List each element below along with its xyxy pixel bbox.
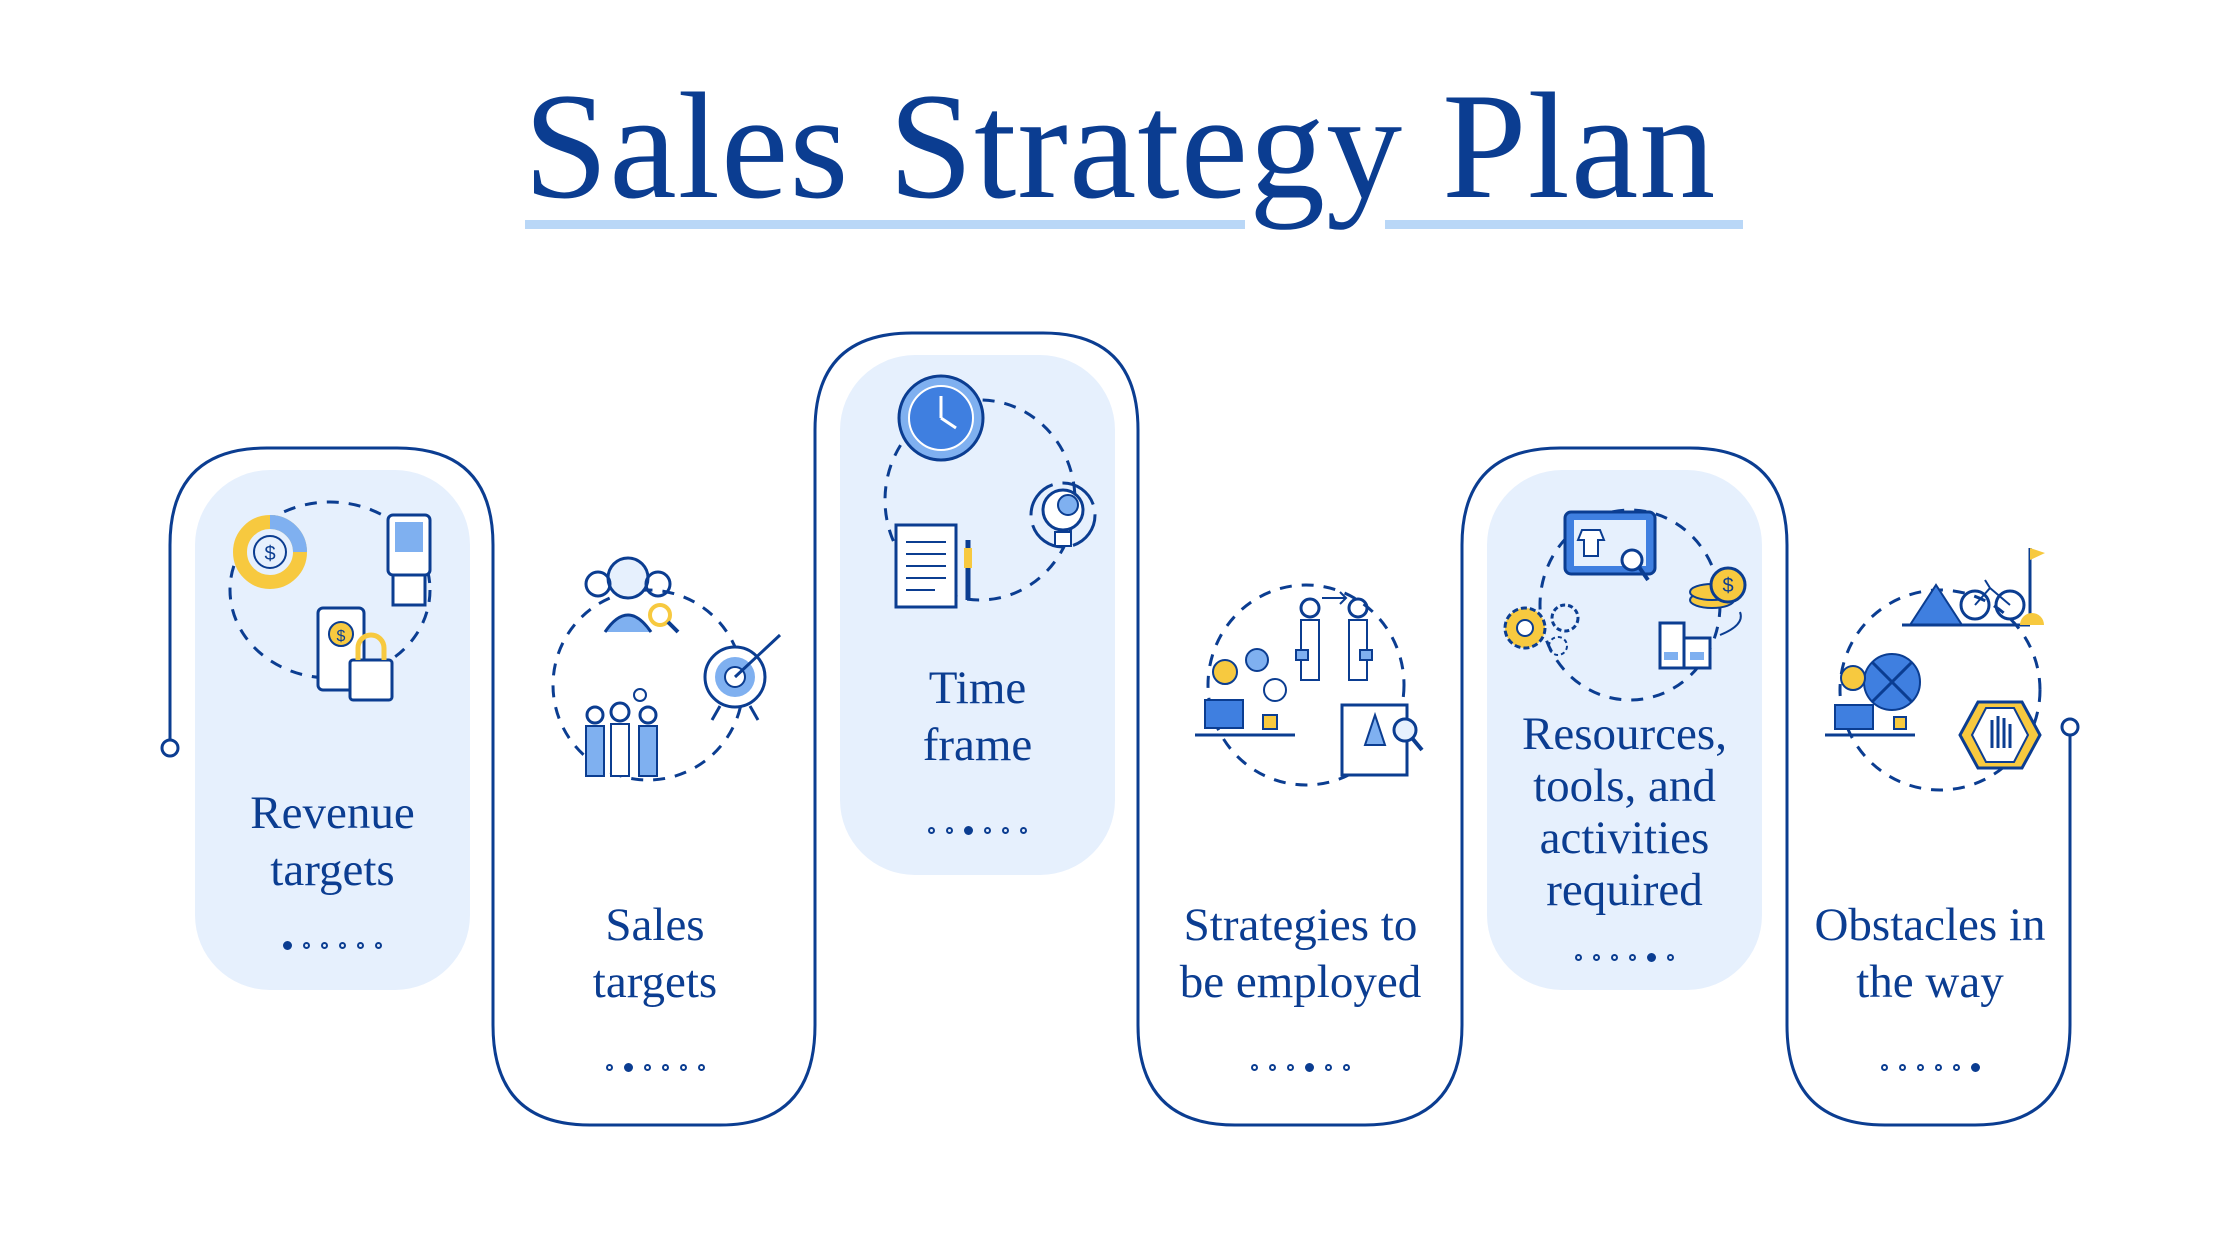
lightbulb-gear-icon bbox=[1029, 481, 1097, 549]
title-underline-left bbox=[525, 220, 1245, 229]
step-dots bbox=[520, 1060, 790, 1074]
progress-dot-active bbox=[1970, 1062, 1980, 1072]
svg-text:$: $ bbox=[1722, 575, 1733, 597]
title-underline-right bbox=[1385, 220, 1743, 229]
progress-dot bbox=[339, 941, 346, 949]
progress-dot bbox=[1575, 953, 1582, 961]
obstacle-icons bbox=[1825, 548, 2045, 792]
progress-dot bbox=[643, 1063, 651, 1071]
progress-dot bbox=[1611, 953, 1618, 961]
two-people-icon bbox=[1295, 591, 1373, 681]
step-label-line: Time bbox=[928, 662, 1027, 714]
step-label-sales-targets: Sales targets bbox=[520, 897, 790, 1011]
gears-icon bbox=[1503, 603, 1580, 656]
coins-icon: $ bbox=[1689, 566, 1747, 609]
card-terminal-icon bbox=[386, 513, 432, 607]
progress-dot bbox=[1629, 953, 1636, 961]
document-pen-icon bbox=[894, 523, 972, 609]
page-title: Sales Strategy Plan bbox=[523, 62, 1717, 230]
boxes-icon bbox=[1658, 611, 1742, 670]
step-label-resources: Resources, tools, and activities require… bbox=[1487, 708, 1762, 916]
progress-dot bbox=[661, 1063, 669, 1071]
progress-dot bbox=[1287, 1063, 1294, 1071]
step-dots bbox=[1148, 1060, 1453, 1074]
step-label-line: Strategies to bbox=[1183, 899, 1418, 951]
progress-dot bbox=[303, 941, 310, 949]
progress-dot bbox=[1020, 826, 1027, 834]
progress-dot bbox=[1002, 826, 1009, 834]
blueprint-search-icon bbox=[1340, 703, 1424, 777]
progress-dot bbox=[1343, 1063, 1350, 1071]
progress-dot bbox=[1251, 1063, 1258, 1071]
laptop-blocked-icon bbox=[1825, 653, 1921, 737]
progress-dot bbox=[1269, 1063, 1276, 1071]
laptop-worker-icon bbox=[1195, 648, 1295, 737]
step-label-line: activities bbox=[1539, 812, 1710, 864]
step-label-line: Resources, bbox=[1522, 708, 1727, 760]
step-dots bbox=[1795, 1060, 2065, 1074]
progress-dot bbox=[697, 1063, 705, 1071]
step-label-line: required bbox=[1546, 864, 1703, 916]
progress-dot bbox=[357, 941, 364, 949]
progress-dot bbox=[375, 941, 382, 949]
step-label-time-frame: Time frame bbox=[840, 660, 1115, 774]
step-dots bbox=[1487, 950, 1762, 964]
progress-dot bbox=[1934, 1063, 1942, 1071]
team-target-icons bbox=[551, 556, 782, 782]
step-label-line: frame bbox=[922, 719, 1033, 771]
target-icon bbox=[703, 633, 782, 721]
step-label-line: Obstacles in bbox=[1814, 899, 2046, 951]
step-label-strategies: Strategies to be employed bbox=[1148, 897, 1453, 1011]
connector-end bbox=[2060, 717, 2080, 737]
progress-dot bbox=[1952, 1063, 1960, 1071]
svg-text:$: $ bbox=[337, 628, 346, 645]
people-group-icon bbox=[585, 688, 658, 777]
clock-icon bbox=[897, 374, 985, 462]
pyramid-bike-icon bbox=[1902, 548, 2045, 627]
progress-dot-active bbox=[623, 1062, 633, 1072]
tablet-shop-icon bbox=[1563, 510, 1657, 582]
revenue-icons: $ $ bbox=[228, 500, 432, 702]
progress-dot bbox=[1916, 1063, 1924, 1071]
progress-dot bbox=[1593, 953, 1600, 961]
resources-icons: $ bbox=[1503, 508, 1747, 702]
progress-dot bbox=[984, 826, 991, 834]
svg-text:$: $ bbox=[264, 543, 275, 565]
phone-pay-icon: $ bbox=[316, 606, 394, 702]
progress-dot-active bbox=[964, 825, 973, 835]
progress-dot bbox=[1880, 1063, 1888, 1071]
progress-dot bbox=[321, 941, 328, 949]
step-label-line: Sales bbox=[605, 899, 705, 951]
progress-dot bbox=[928, 826, 935, 834]
progress-dot bbox=[1325, 1063, 1332, 1071]
progress-dot-active bbox=[1305, 1062, 1314, 1072]
panel-time bbox=[840, 355, 1115, 875]
clock-document-icons bbox=[883, 374, 1097, 609]
connector-line bbox=[168, 331, 2072, 1127]
donut-chart-icon: $ bbox=[233, 515, 307, 589]
step-label-line: the way bbox=[1856, 956, 2004, 1008]
step-label-line: be employed bbox=[1179, 956, 1422, 1008]
progress-dot bbox=[1898, 1063, 1906, 1071]
step-label-revenue-targets: Revenue targets bbox=[195, 785, 470, 899]
progress-dot-active bbox=[1647, 952, 1656, 962]
connector-start bbox=[160, 738, 180, 758]
progress-dot bbox=[1667, 953, 1674, 961]
step-label-line: targets bbox=[270, 844, 395, 896]
stop-hand-icon bbox=[1958, 700, 2042, 770]
team-icon bbox=[584, 556, 680, 634]
step-label-obstacles: Obstacles in the way bbox=[1795, 897, 2065, 1011]
progress-dot bbox=[605, 1063, 613, 1071]
step-dots bbox=[840, 823, 1115, 837]
progress-dot-active bbox=[283, 940, 292, 950]
step-label-line: targets bbox=[592, 956, 718, 1008]
step-label-line: Revenue bbox=[250, 787, 415, 839]
step-label-line: tools, and bbox=[1533, 760, 1716, 812]
strategy-icons bbox=[1195, 583, 1424, 787]
progress-dot bbox=[679, 1063, 687, 1071]
step-dots bbox=[195, 938, 470, 952]
progress-dot bbox=[946, 826, 953, 834]
